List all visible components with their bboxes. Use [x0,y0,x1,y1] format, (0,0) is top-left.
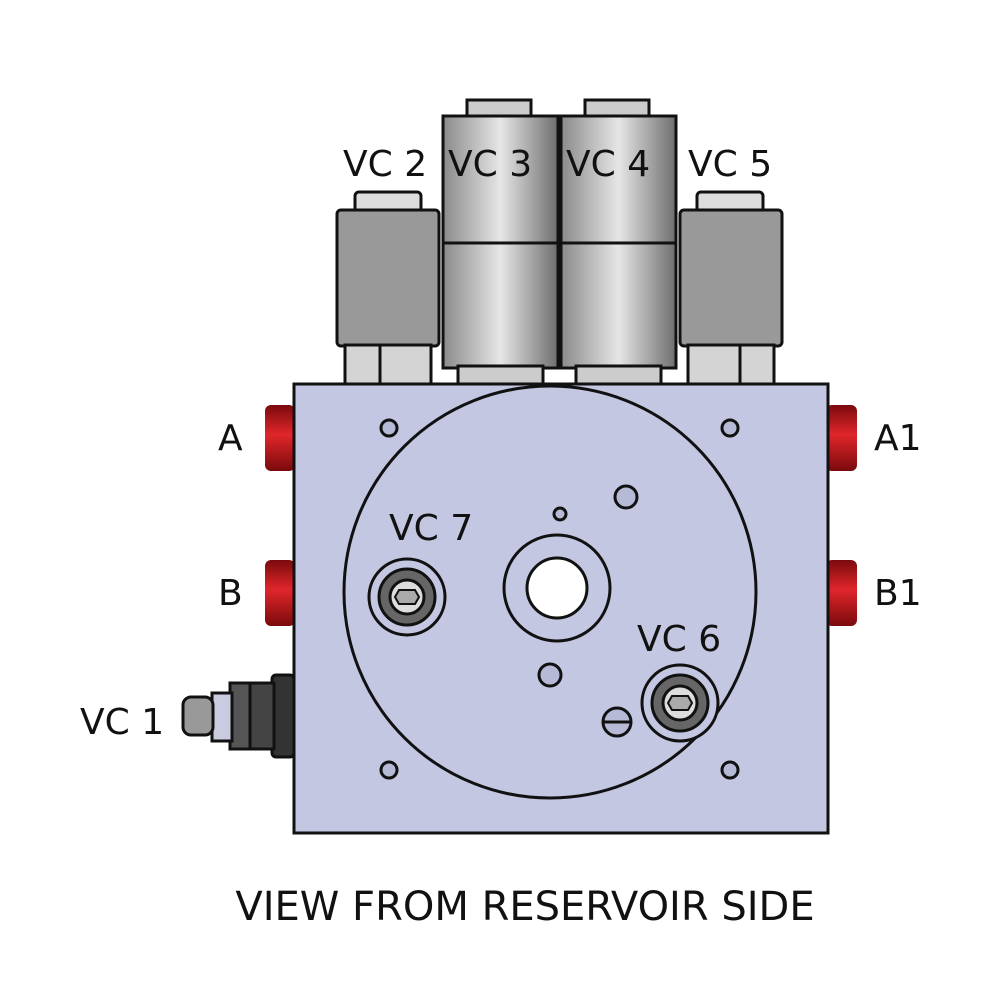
valve-vc6 [640,663,720,743]
port-a1 [826,405,857,471]
label-port-b1: B1 [874,573,922,614]
label-vc1: VC 1 [80,702,164,743]
label-vc6: VC 6 [637,619,721,660]
valve-vc2 [335,190,441,387]
valve-vc5 [678,190,784,387]
label-port-a1: A1 [874,418,922,459]
port-b [265,560,295,626]
valve-vc4 [559,98,678,387]
label-vc4: VC 4 [566,144,650,185]
label-vc5: VC 5 [688,144,772,185]
port-b1 [826,560,857,626]
view-caption: VIEW FROM RESERVOIR SIDE [235,884,814,930]
label-vc3: VC 3 [448,144,532,185]
label-vc2: VC 2 [343,144,427,185]
port-a [265,405,295,471]
label-vc7: VC 7 [389,508,473,549]
mounting-holes [379,418,740,780]
label-port-a: A [218,418,243,459]
valve-vc3 [441,98,560,387]
center-bore [502,533,612,643]
label-port-b: B [218,573,243,614]
valve-vc1 [181,673,296,759]
reservoir-flange [342,384,758,800]
slot-plug [601,706,633,738]
valve-vc7 [367,557,447,637]
